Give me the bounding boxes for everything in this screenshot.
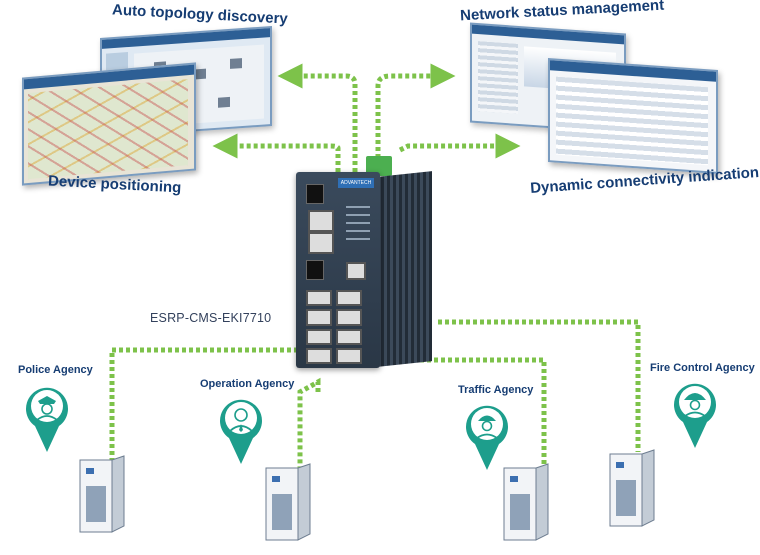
console-port: [346, 262, 366, 280]
fire-control-switch: [609, 449, 655, 527]
police-switch: [79, 455, 125, 533]
main-switch: ADVANTECH: [296, 156, 432, 370]
police-officer-icon: [26, 387, 68, 452]
model-label: ESRP-CMS-EKI7710: [150, 311, 272, 325]
ethernet-port: [308, 232, 334, 254]
ethernet-port-grid: [306, 290, 362, 364]
power-terminal: [366, 156, 392, 176]
construction-worker-icon: [466, 405, 508, 470]
fire-control-agency-label: Fire Control Agency: [650, 362, 755, 374]
ethernet-port: [308, 210, 334, 232]
switch-front: ADVANTECH: [296, 172, 380, 368]
operation-agency-label: Operation Agency: [200, 378, 295, 390]
sfp-port: [306, 184, 324, 204]
connectivity-screenshot: [548, 58, 718, 174]
brand-badge: ADVANTECH: [338, 178, 374, 188]
police-agency-label: Police Agency: [18, 364, 93, 376]
operation-switch: [265, 463, 311, 541]
map-screenshot: [22, 62, 196, 186]
operator-icon: [220, 399, 262, 464]
heatsink: [378, 171, 432, 367]
sfp-port: [306, 260, 324, 280]
traffic-agency-label: Traffic Agency: [458, 384, 534, 396]
traffic-switch: [503, 463, 549, 541]
firefighter-icon: [674, 383, 716, 448]
